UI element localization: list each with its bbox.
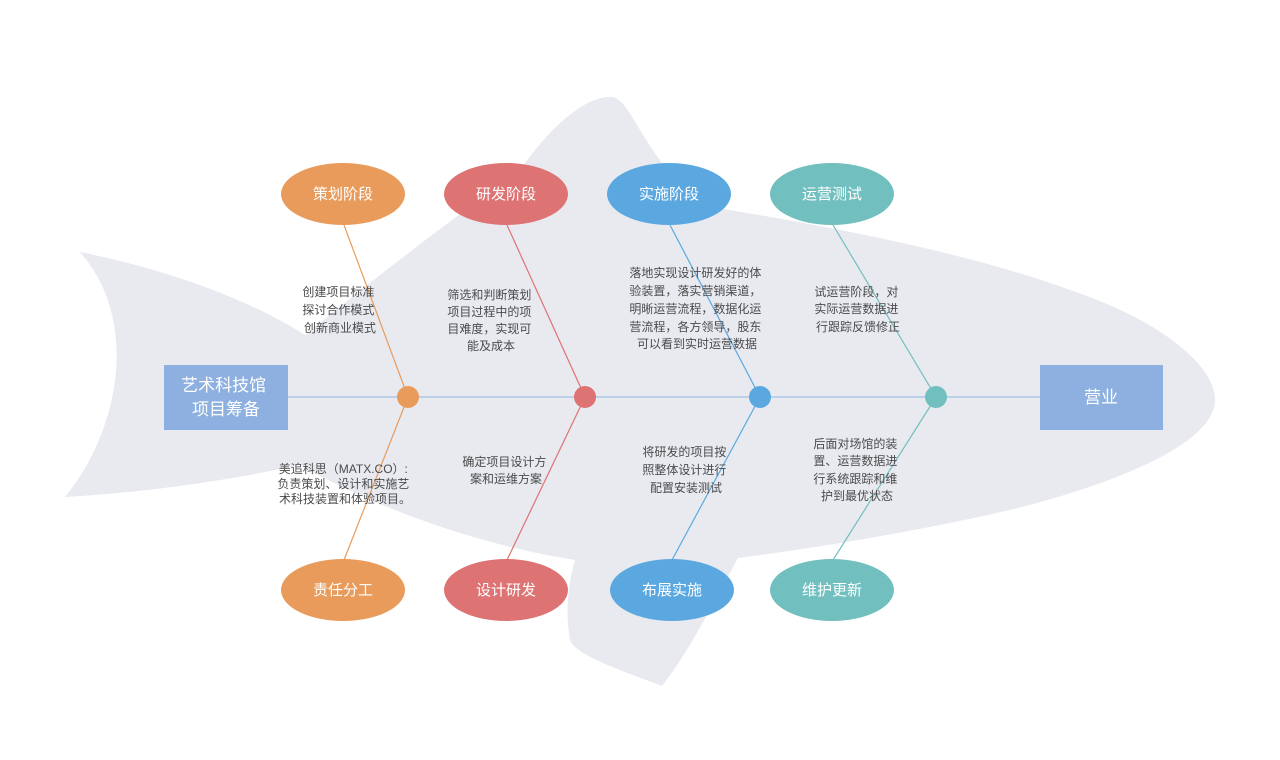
phase-ellipse-implementation [607,163,731,225]
branch-planning: 策划阶段 责任分工 创建项目标准 探讨合作模式 创新商业模式 美追科思（MATX… [277,163,419,621]
start-box-rect [164,365,288,430]
start-box-label: 艺术科技馆 项目筹备 [181,376,271,419]
branch-operation-shapes [770,163,947,621]
note-line: 确定项目设计方 [462,454,546,469]
note-line: 护到最优状态 [821,489,893,503]
note-line: 营流程，各方领导，股东 [629,319,761,334]
bone-planning-top [343,224,409,398]
branch-implementation-shapes [607,163,771,621]
phase-label-installation: 布展实施 [642,582,702,599]
note-line: 可以看到实时运营数据 [637,336,757,351]
start-box: 艺术科技馆 项目筹备 [164,365,288,430]
phase-ellipse-maintenance [770,559,894,621]
note-implementation-bottom: 将研发的项目按 照整体设计进行 配置安装测试 [642,444,729,495]
branch-research: 研发阶段 设计研发 筛选和判断策划 项目过程中的项 目难度，实现可 能及成本 确… [444,163,596,621]
phase-ellipse-responsibility [281,559,405,621]
note-line: 创建项目标准 [302,285,374,299]
note-line: 案和运维方案 [470,471,542,486]
note-line: 行跟踪反馈修正 [816,319,900,334]
phase-label-maintenance: 维护更新 [802,582,862,599]
bone-research-bottom [506,396,586,561]
note-line: 落地实现设计研发好的体 [629,265,761,280]
note-line: 置、运营数据进 [813,453,897,468]
phase-ellipse-design [444,559,568,621]
note-line: 能及成本 [467,339,515,353]
phase-ellipse-planning [281,163,405,225]
note-line: 将研发的项目按 [642,444,726,459]
phase-label-operation-test: 运营测试 [802,186,862,203]
phase-label-design: 设计研发 [476,582,536,599]
note-line: 明晰运营流程，数据化运 [629,301,761,316]
end-box-rect [1040,365,1163,430]
note-line: 照整体设计进行 [642,462,726,477]
branch-implementation: 实施阶段 布展实施 落地实现设计研发好的体 验装置，落实营销渠道， 明晰运营流程… [607,163,771,621]
bone-implementation-bottom [671,396,761,561]
note-line: 创新商业模式 [304,320,376,335]
branch-operation: 运营测试 维护更新 试运营阶段，对 实际运营数据进 行跟踪反馈修正 后面对场馆的… [770,163,947,621]
branch-research-shapes [444,163,596,621]
note-implementation-top: 落地实现设计研发好的体 验装置，落实营销渠道， 明晰运营流程，数据化运 营流程，… [629,265,764,351]
note-line: 验装置，落实营销渠道， [629,283,761,298]
note-planning-top: 创建项目标准 探讨合作模式 创新商业模式 [302,285,377,335]
branch-node-research [574,386,596,408]
note-line: 行系统跟踪和维 [813,472,897,486]
note-planning-bottom: 美追科思（MATX.CO）: 负责策划、设计和实施艺 术科技装置和体验项目。 [277,461,412,506]
bone-operation-bottom [832,396,937,561]
branch-node-implementation [749,386,771,408]
end-box: 营业 [1040,365,1163,430]
branch-research-bones [506,224,586,561]
note-line: 配置安装测试 [650,480,722,495]
note-line: 术科技装置和体验项目。 [279,491,411,506]
note-line: 试运营阶段，对 [814,284,898,299]
phase-label-implementation: 实施阶段 [639,186,699,203]
phase-label-research: 研发阶段 [476,186,536,203]
note-line: 美追科思（MATX.CO）: [279,461,408,476]
note-research-bottom: 确定项目设计方 案和运维方案 [462,454,549,486]
phase-ellipse-research [444,163,568,225]
note-line: 探讨合作模式 [302,302,374,317]
note-line: 项目过程中的项 [447,304,531,319]
note-research-top: 筛选和判断策划 项目过程中的项 目难度，实现可 能及成本 [447,287,534,353]
branch-planning-bones [343,224,409,561]
phase-label-responsibility: 责任分工 [313,582,373,599]
phase-ellipse-operation-test [770,163,894,225]
start-box-line: 艺术科技馆 [181,376,266,395]
branch-node-planning [397,386,419,408]
phase-label-planning: 策划阶段 [313,186,373,203]
fish-silhouette [65,96,1215,686]
note-operation-top: 试运营阶段，对 实际运营数据进 行跟踪反馈修正 [814,284,901,334]
bone-implementation-top [669,224,761,398]
note-line: 实际运营数据进 [814,301,898,316]
start-box-line: 项目筹备 [192,400,260,419]
note-line: 后面对场馆的装 [813,436,897,451]
branch-implementation-bones [669,224,761,561]
bone-planning-bottom [343,396,409,561]
end-box-label: 营业 [1084,388,1118,407]
phase-ellipse-installation [610,559,734,621]
branch-planning-shapes [281,163,419,621]
bone-research-top [506,224,586,398]
note-line: 筛选和判断策划 [447,287,531,302]
branch-operation-bones [832,224,937,561]
note-line: 负责策划、设计和实施艺 [277,476,409,491]
branch-node-operation [925,386,947,408]
note-operation-bottom: 后面对场馆的装 置、运营数据进 行系统跟踪和维 护到最优状态 [813,436,900,503]
note-line: 目难度，实现可 [447,321,531,336]
bone-operation-top [832,224,937,398]
